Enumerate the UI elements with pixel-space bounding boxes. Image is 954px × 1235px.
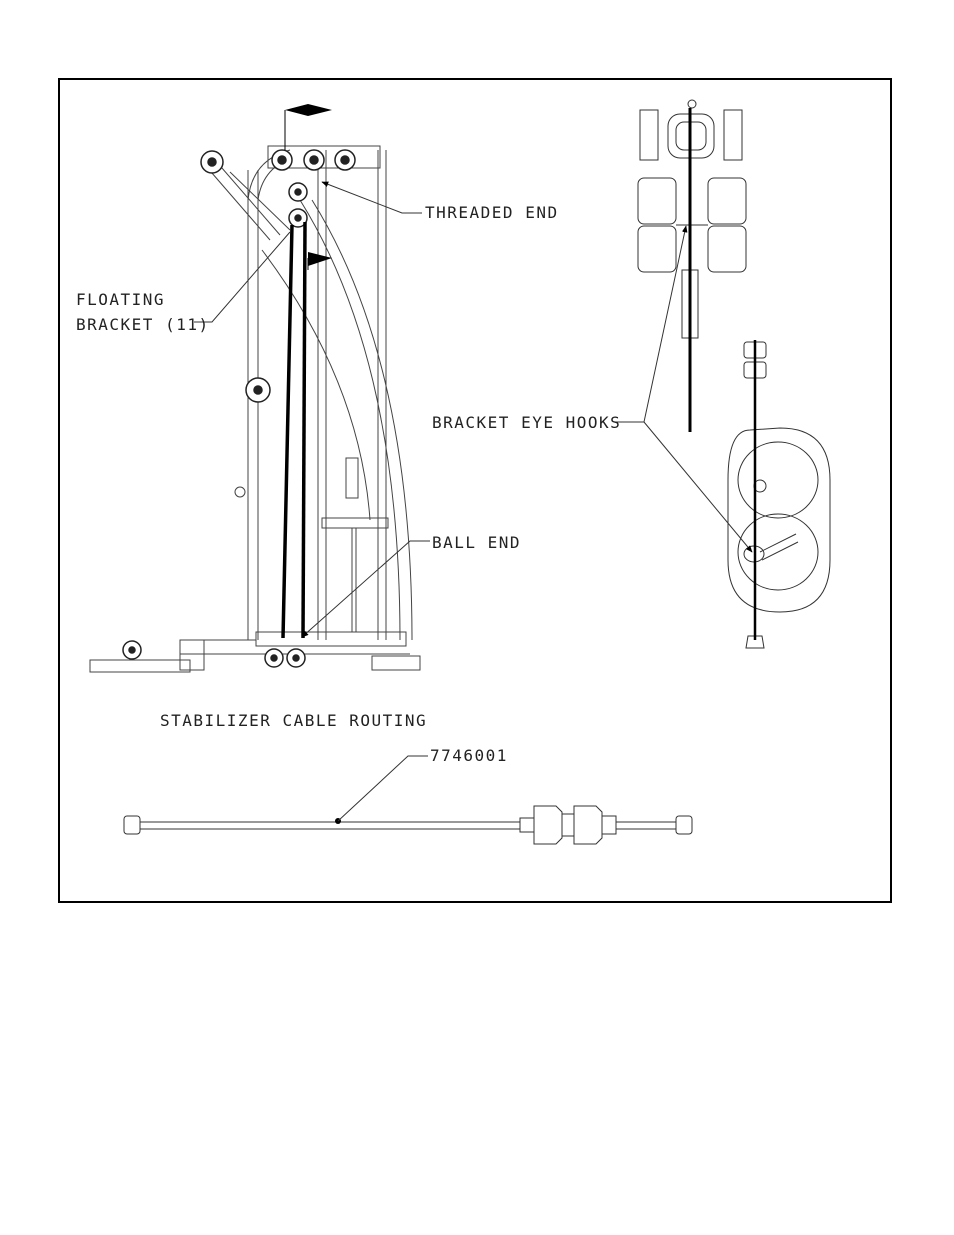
front-view-top <box>638 100 746 338</box>
label-floating-bracket-line2: BRACKET (11) <box>76 315 210 334</box>
label-floating-bracket-line1: FLOATING <box>76 290 165 309</box>
machine-side-view <box>90 146 420 672</box>
cable-part-drawing <box>124 806 692 844</box>
label-ball-end: BALL END <box>432 533 521 552</box>
diagram-caption: STABILIZER CABLE ROUTING <box>160 711 427 730</box>
label-threaded-end: THREADED END <box>425 203 559 222</box>
label-bracket-eye-hooks: BRACKET EYE HOOKS <box>432 413 621 432</box>
eye-hook-detail <box>728 342 830 648</box>
label-part-number: 7746001 <box>430 746 508 765</box>
pulleys <box>123 150 355 667</box>
